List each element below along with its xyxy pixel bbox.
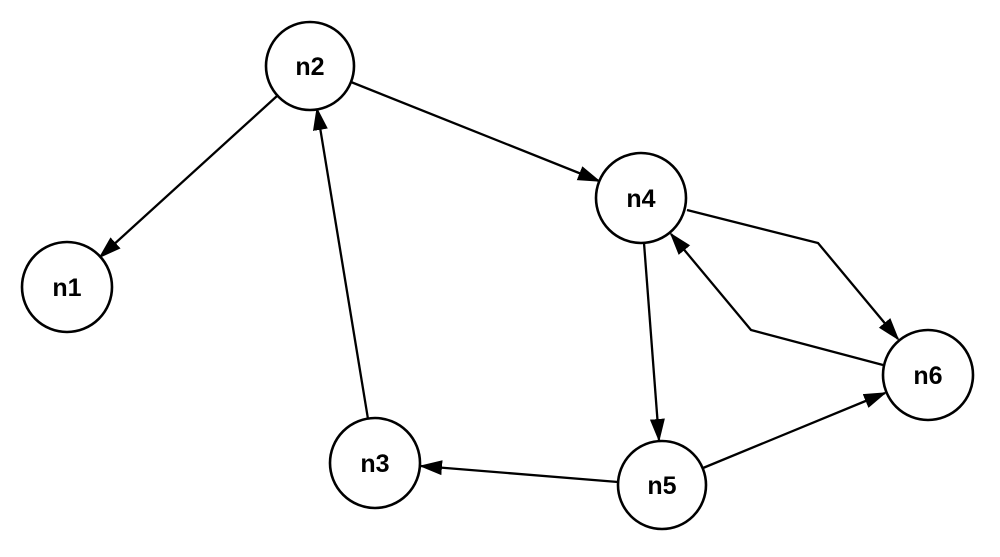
node-circle-n1 xyxy=(20,240,114,334)
node-label-n1: n1 xyxy=(52,274,81,302)
node-n4: n4 xyxy=(594,151,688,245)
edge-n5-to-n3 xyxy=(419,460,619,484)
edge-n2-to-n4 xyxy=(350,80,601,183)
node-label-n4: n4 xyxy=(626,185,655,213)
node-label-n3: n3 xyxy=(360,450,389,478)
node-n6: n6 xyxy=(881,328,975,422)
node-circle-n2 xyxy=(264,20,356,112)
node-n3: n3 xyxy=(328,416,422,510)
node-circle-n3 xyxy=(328,416,422,510)
edge-n2-to-n1 xyxy=(98,95,278,259)
edge-n4-to-n5 xyxy=(642,242,665,442)
node-label-n6: n6 xyxy=(913,362,942,390)
node-circle-n6 xyxy=(881,328,975,422)
node-n2: n2 xyxy=(264,20,356,112)
node-circle-n4 xyxy=(594,151,688,245)
edge-n6-to-n4 xyxy=(669,232,884,367)
node-label-n5: n5 xyxy=(647,472,676,500)
node-n1: n1 xyxy=(20,240,114,334)
edge-n5-to-n6 xyxy=(702,391,887,470)
edge-n4-to-n6 xyxy=(686,208,900,341)
node-n5: n5 xyxy=(616,439,708,531)
node-label-n2: n2 xyxy=(295,53,324,81)
edge-n3-to-n2 xyxy=(313,107,370,420)
node-circle-n5 xyxy=(616,439,708,531)
